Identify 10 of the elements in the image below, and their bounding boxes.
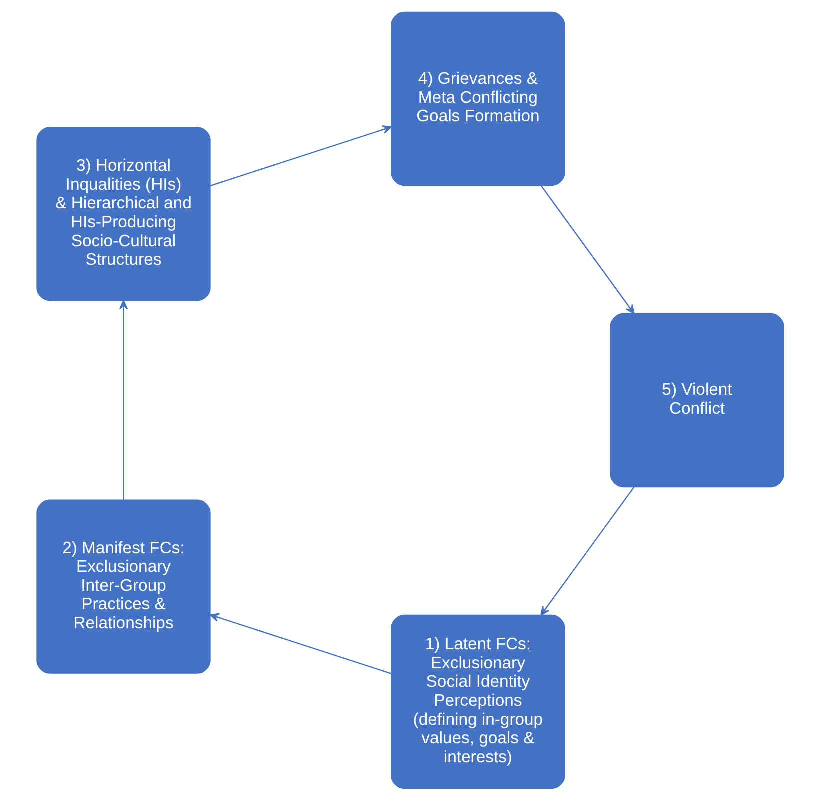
node-box: 2) Manifest FCs: Exclusionary Inter-Group Practices & Relationships bbox=[36, 500, 210, 674]
arrow bbox=[118, 300, 128, 500]
node-box: 4) Grievances & Meta Conflicting Goals Formation bbox=[390, 12, 565, 186]
node-box: 1) Latent FCs: Exclusionary Social Identity Perceptions (defining in-group values, goals & interests) bbox=[390, 614, 565, 790]
arrow bbox=[210, 126, 392, 187]
arrow bbox=[540, 185, 634, 314]
node-box: 5) Violent Conflict bbox=[610, 313, 784, 488]
node-box: 3) Horizontal Inqualities (HIs) & Hierarchical and HIs-Producing Socio-Cultural Structures bbox=[36, 127, 210, 302]
arrow bbox=[209, 613, 392, 674]
arrow bbox=[540, 486, 634, 616]
